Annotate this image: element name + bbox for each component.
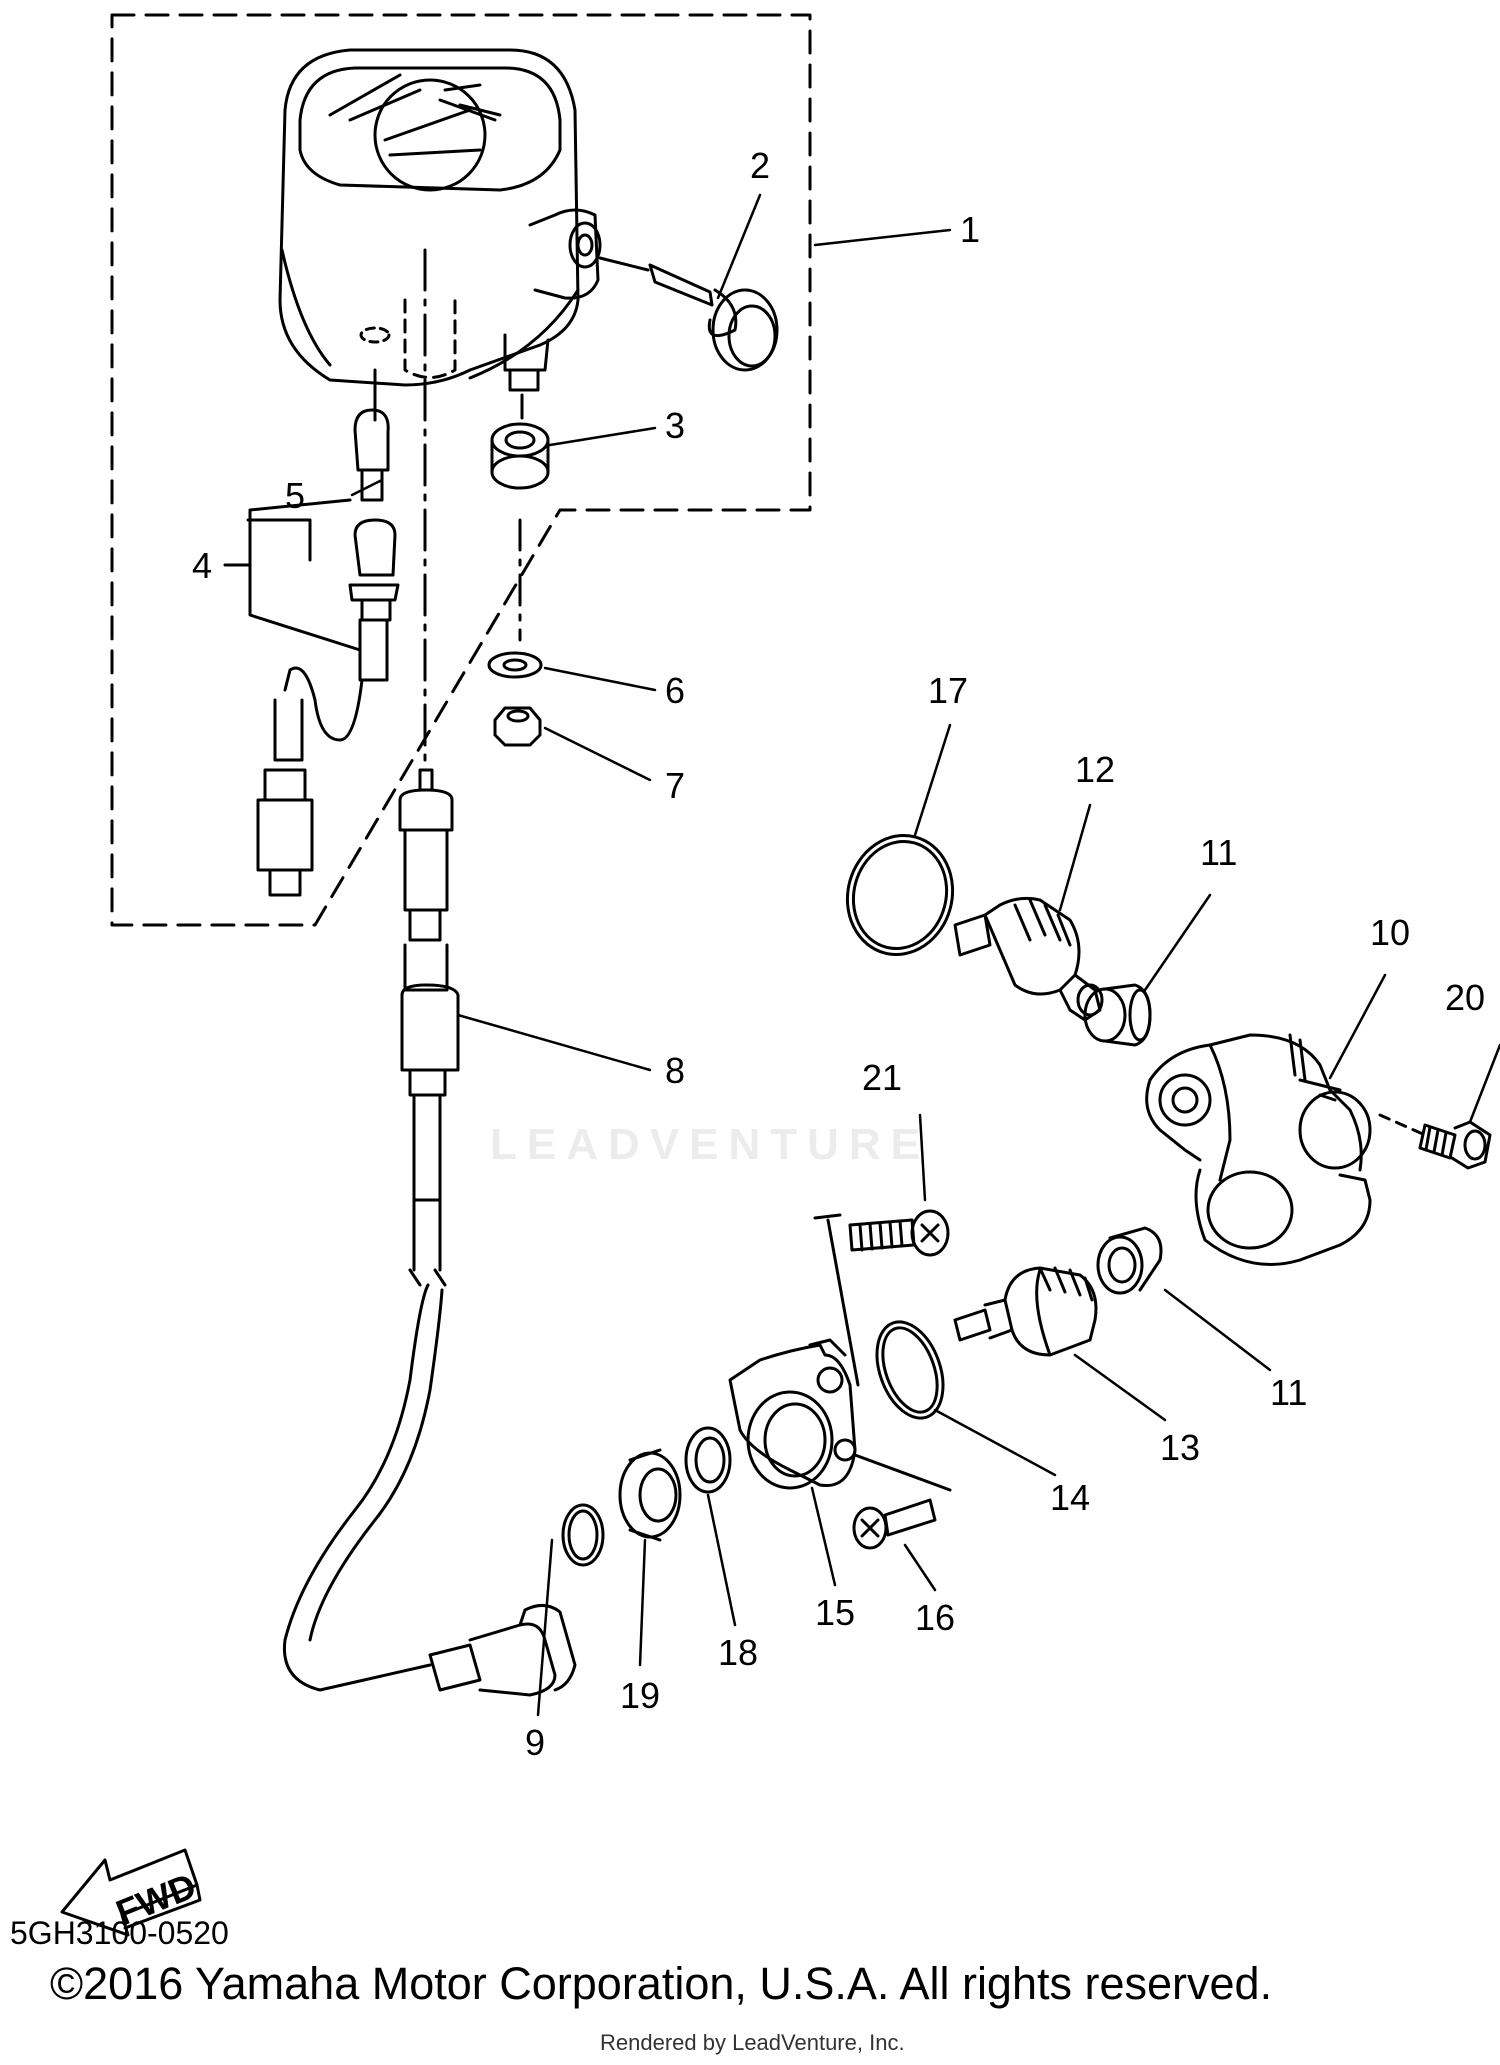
callout-11-upper: 11 xyxy=(1200,832,1237,873)
callout-5: 5 xyxy=(285,475,305,516)
part-bolt-20 xyxy=(1378,1113,1492,1170)
callout-16: 16 xyxy=(915,1597,955,1638)
part-washer-18 xyxy=(684,1426,732,1494)
callout-2: 2 xyxy=(750,145,770,186)
callout-15: 15 xyxy=(815,1592,855,1633)
callout-4: 4 xyxy=(192,545,212,586)
watermark-text: LEADVENTURE xyxy=(490,1120,931,1169)
part-trip-knob xyxy=(598,256,779,372)
part-screw-16 xyxy=(852,1453,952,1550)
callout-9: 9 xyxy=(525,1722,545,1763)
fwd-arrow-icon xyxy=(60,1848,202,1937)
part-o-ring-14 xyxy=(875,1320,945,1420)
leader-lines xyxy=(350,193,1500,1717)
part-screw-21 xyxy=(813,1209,950,1387)
part-clutch-housing xyxy=(728,1338,857,1490)
callout-13: 13 xyxy=(1160,1427,1200,1468)
part-grommet xyxy=(490,393,550,490)
part-speedometer-assembly xyxy=(278,48,602,392)
callout-14: 14 xyxy=(1050,1477,1090,1518)
callout-bracket-4 xyxy=(223,498,362,652)
callout-20: 20 xyxy=(1445,977,1485,1018)
callout-21: 21 xyxy=(862,1057,902,1098)
assembly-boundary xyxy=(110,13,812,927)
callout-8: 8 xyxy=(665,1050,685,1091)
part-drive-gear xyxy=(953,1266,1098,1357)
part-o-ring-9 xyxy=(561,1503,605,1567)
callout-7: 7 xyxy=(665,765,685,806)
rendered-by-notice: Rendered by LeadVenture, Inc. xyxy=(600,2030,905,2055)
callout-6: 6 xyxy=(665,670,685,711)
callout-18: 18 xyxy=(718,1632,758,1673)
callout-12: 12 xyxy=(1075,749,1115,790)
part-speedometer-cable xyxy=(282,248,577,1697)
callout-3: 3 xyxy=(665,405,685,446)
part-bulb-socket-harness xyxy=(246,368,400,897)
part-washer xyxy=(487,518,543,679)
callout-11-lower: 11 xyxy=(1270,1372,1307,1413)
copyright-notice: ©2016 Yamaha Motor Corporation, U.S.A. A… xyxy=(50,1958,1273,2009)
part-oil-seal xyxy=(618,1448,682,1542)
diagram-code: 5GH3100-0520 xyxy=(10,1915,229,1951)
callout-10: 10 xyxy=(1370,912,1410,953)
part-o-ring-17 xyxy=(845,834,955,956)
part-nut xyxy=(493,706,542,747)
callout-19: 19 xyxy=(620,1675,660,1716)
part-driven-gear xyxy=(953,896,1104,1022)
callout-17: 17 xyxy=(928,670,968,711)
part-gear-housing xyxy=(1145,1033,1372,1266)
callout-1: 1 xyxy=(960,209,980,250)
part-bushing-lower xyxy=(1096,1226,1163,1295)
